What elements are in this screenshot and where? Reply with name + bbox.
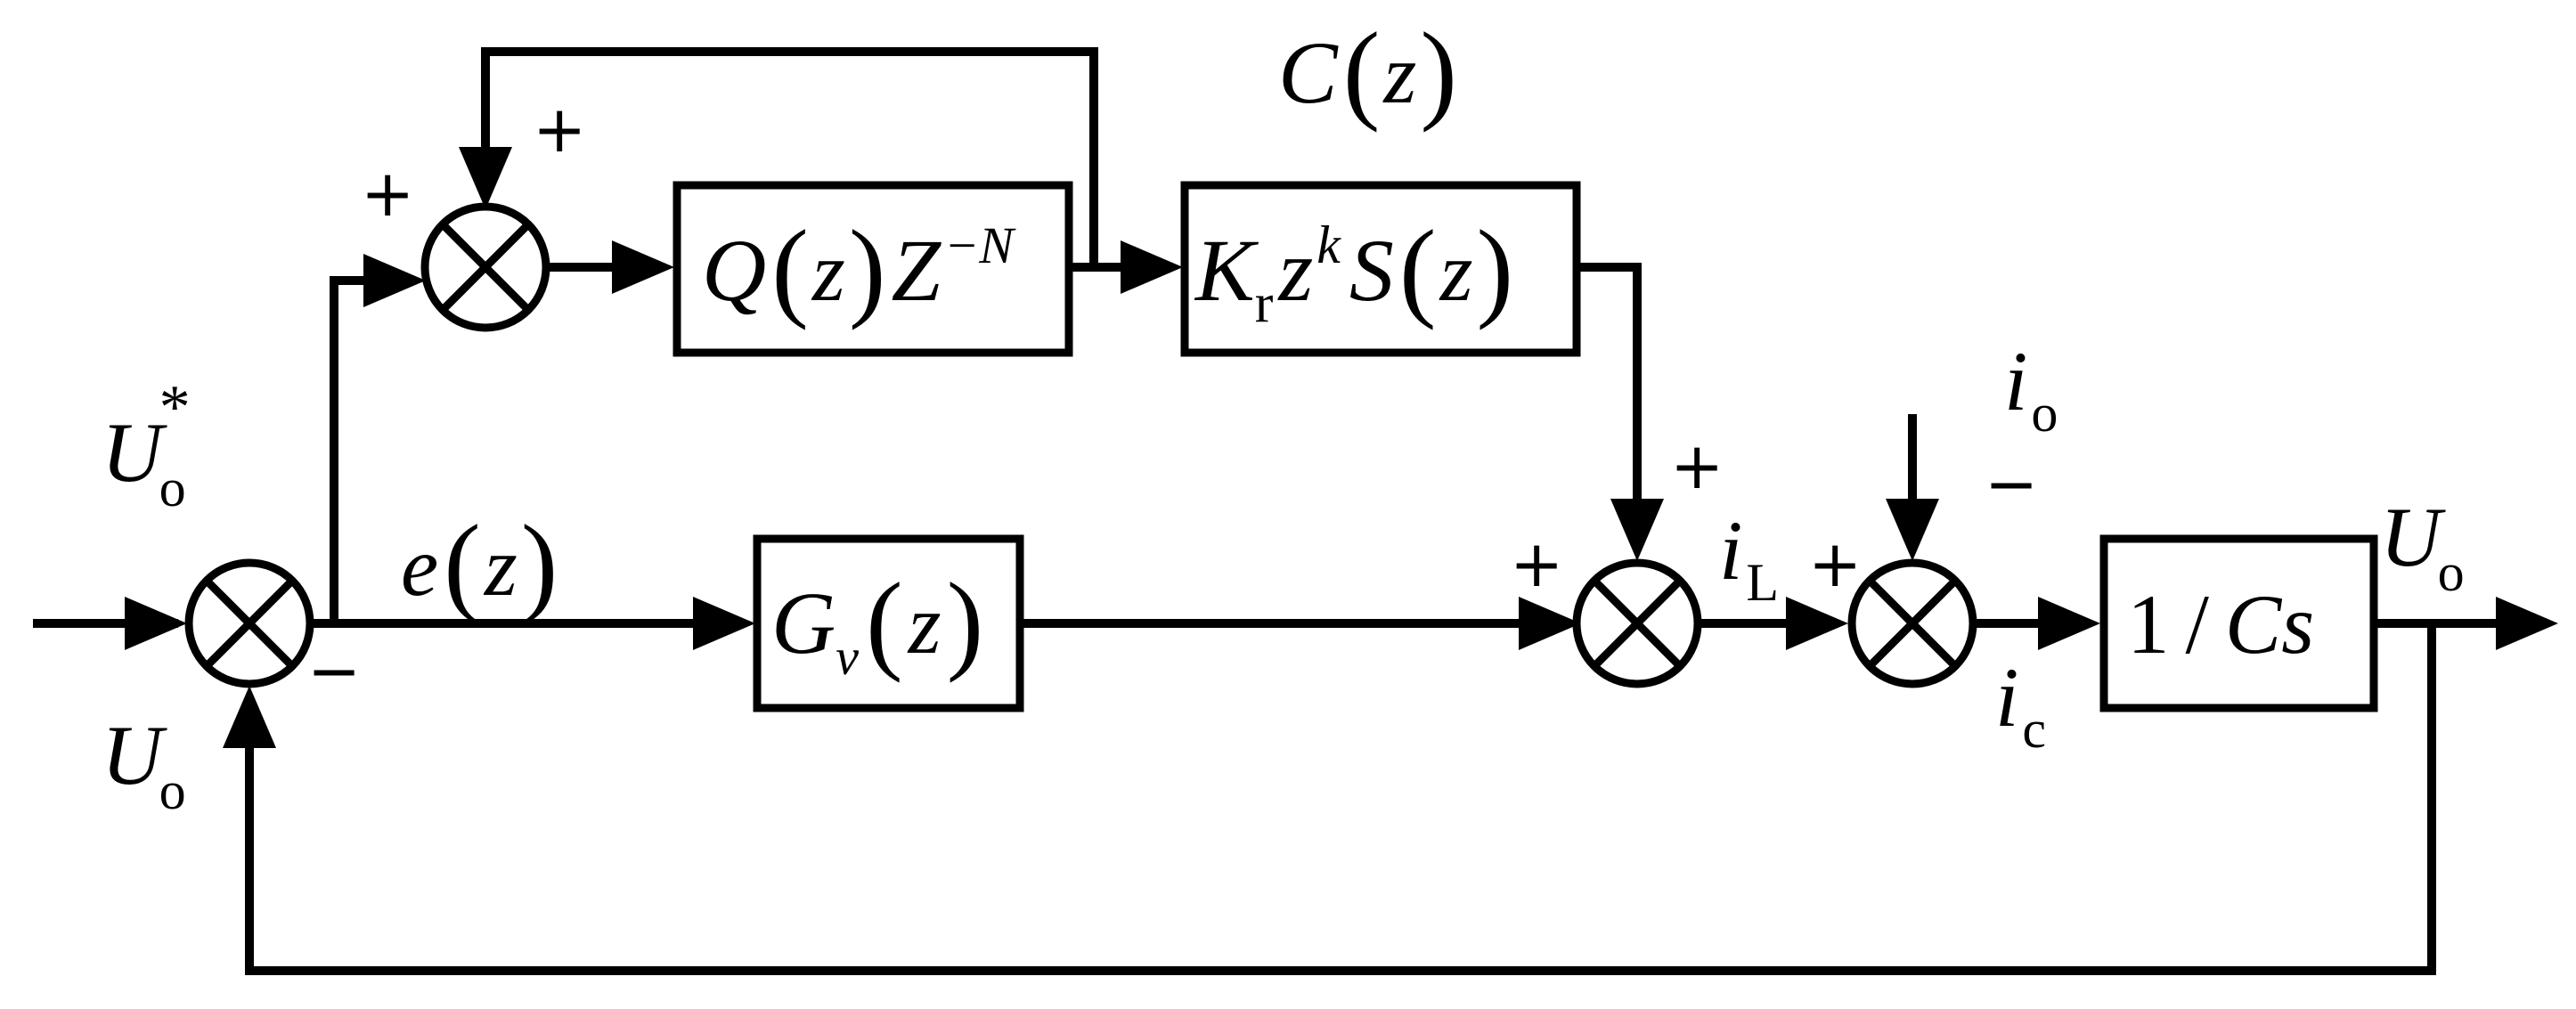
- label-i-c: ic: [1995, 650, 2046, 759]
- wire-positive-feedback-loop: [481, 47, 1098, 272]
- label-i-l: iL: [1719, 503, 1779, 612]
- il-summing-junction: [1572, 558, 1702, 688]
- label-c-z: C(z): [1278, 11, 1457, 134]
- signal-wires: [33, 47, 2499, 975]
- arrowhead-il-sum-top: [1610, 499, 1664, 561]
- arrowheads: [125, 147, 2558, 748]
- arrowhead-ic-sum-top: [1886, 499, 1939, 561]
- kr-block-paren-open: (: [1399, 208, 1437, 331]
- arrowhead-reference: [125, 597, 187, 650]
- q-delay-block: Q(z)Z−N: [673, 181, 1073, 357]
- gv-block-paren-open: (: [866, 561, 903, 684]
- error-summing-junction: [184, 558, 314, 688]
- q-block-paren-open: (: [771, 208, 809, 331]
- q-block-paren-close: ): [849, 208, 886, 331]
- gv-block-var: z: [907, 577, 942, 671]
- kr-block-var: z: [1439, 224, 1473, 319]
- svg-text:1/Cs: 1/Cs: [2127, 577, 2314, 671]
- wire-error-to-rc-sum: [330, 276, 414, 628]
- q-block-func: Q: [702, 221, 766, 320]
- sign-error-sum-feedback: −: [307, 633, 361, 708]
- label-u-output: Uo: [2380, 490, 2465, 602]
- label-u-reference: Uo*: [102, 373, 191, 517]
- gv-block-func: G: [771, 574, 836, 672]
- label-e-z: e(z): [401, 503, 558, 626]
- q-block-delay-base: Z: [891, 221, 942, 320]
- cs-block-slash: /: [2186, 577, 2210, 671]
- arrowhead-rc-sum-input: [363, 254, 426, 307]
- cs-block-denominator: Cs: [2225, 577, 2314, 671]
- sign-rc-sum-feedback: +: [533, 92, 586, 167]
- sign-rc-sum-input: +: [361, 156, 414, 231]
- ic-summing-junction: [1847, 558, 1977, 688]
- kr-block-base: z: [1276, 221, 1313, 320]
- arrowhead-il-sum-left: [1519, 597, 1581, 650]
- sign-il-sum-rc: +: [1670, 428, 1724, 503]
- arrowhead-ic-sum-left: [1786, 597, 1848, 650]
- label-u-feedback: Uo: [102, 708, 186, 820]
- sign-markers: + + − + + + −: [307, 92, 2038, 708]
- svg-text:Gv(z): Gv(z): [771, 561, 983, 686]
- kr-block-func: S: [1349, 221, 1394, 320]
- kr-block-exponent: k: [1317, 216, 1341, 274]
- arrowhead-output: [2496, 597, 2558, 650]
- kr-block-paren-close: ): [1477, 208, 1514, 331]
- arrowhead-feedback: [223, 686, 276, 748]
- sign-ic-sum-il: +: [1808, 526, 1862, 601]
- arrowhead-cs-input: [2038, 597, 2100, 650]
- kr-block-gain-subscript: r: [1255, 273, 1274, 334]
- wire-output-feedback: [245, 619, 2436, 975]
- q-block-var: z: [811, 224, 845, 319]
- cs-block-numerator: 1: [2127, 577, 2170, 671]
- arrowhead-q-input: [612, 240, 674, 294]
- arrowhead-gv-input: [693, 597, 755, 650]
- repetitive-summing-junction: [420, 202, 550, 332]
- wire-kr-to-il-sum: [1572, 263, 1642, 503]
- gv-block-func-subscript: v: [836, 628, 859, 686]
- kr-block-gain: K: [1194, 221, 1259, 320]
- arrowhead-rc-sum-feedback: [459, 147, 512, 209]
- sign-il-sum-gv: +: [1510, 526, 1563, 601]
- arrowhead-kr-input: [1121, 240, 1183, 294]
- capacitor-plant-block: 1/Cs: [2099, 534, 2378, 712]
- svg-text:Q(z)Z−N: Q(z)Z−N: [702, 208, 1016, 331]
- label-i-o: io: [2004, 334, 2058, 443]
- q-block-delay-exponent: −N: [944, 216, 1016, 274]
- sign-ic-sum-io: −: [1985, 446, 2038, 521]
- gv-controller-block: Gv(z): [753, 534, 1024, 712]
- gv-block-paren-close: ): [947, 561, 984, 684]
